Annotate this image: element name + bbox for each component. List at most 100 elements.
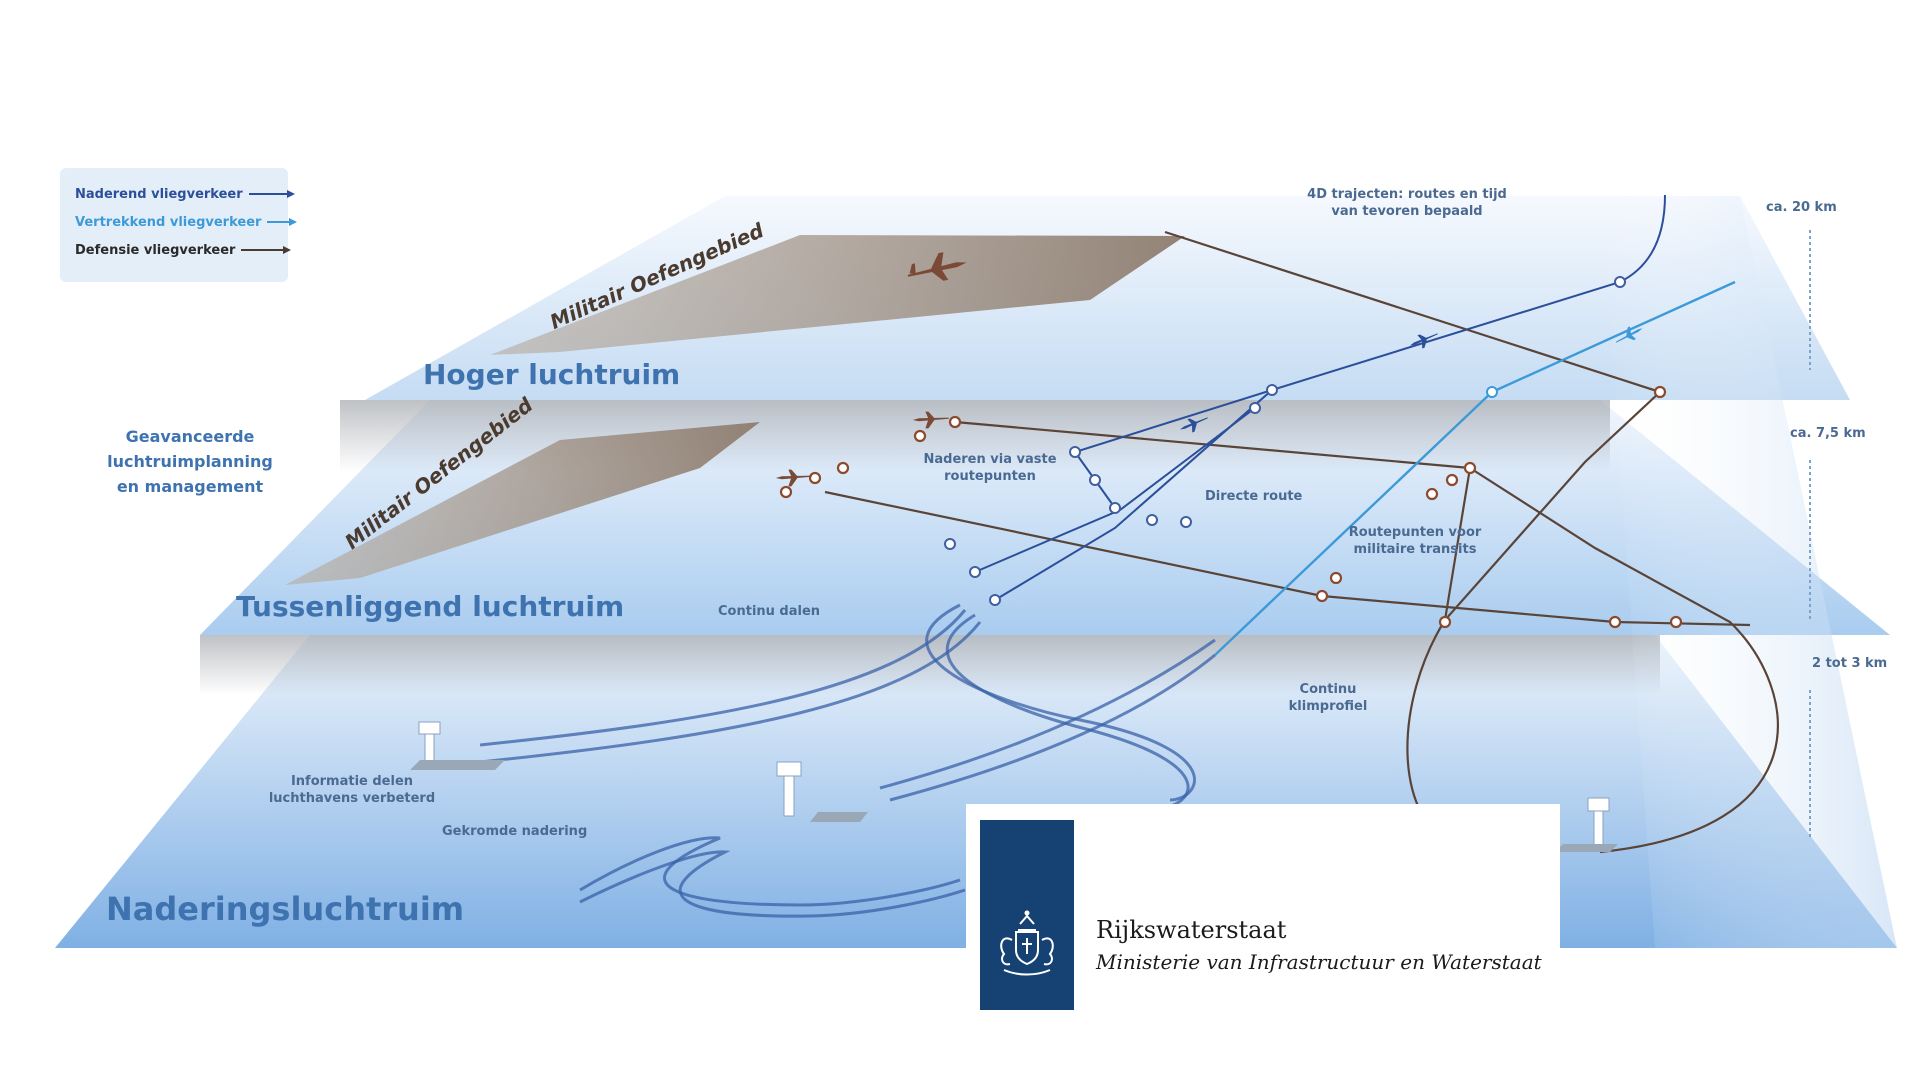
departure-aircraft-icon	[1615, 326, 1643, 343]
layer-title-middle: Tussenliggend luchtruim	[236, 590, 625, 623]
logo-ministry: Ministerie van Infrastructuur en Waterst…	[1096, 950, 1542, 974]
military-waypoint	[1445, 473, 1459, 487]
annotation-line: Routepunten voor	[1348, 525, 1482, 540]
arrival-route-waypoints	[1073, 389, 1273, 509]
military-waypoint	[1438, 615, 1452, 629]
arrival-waypoint	[969, 566, 981, 578]
upper-airspace-plane	[365, 196, 1850, 400]
military-zone-upper	[490, 235, 1185, 355]
corridor-3b	[579, 850, 966, 918]
military-waypoint	[1315, 589, 1329, 603]
control-tower-icon	[1555, 797, 1618, 852]
defense-route-6	[1443, 467, 1472, 621]
coat-of-arms-icon	[1000, 910, 1054, 976]
defense-route-5	[954, 420, 1471, 470]
corridor-2b	[945, 613, 1190, 810]
military-waypoint	[1653, 385, 1667, 399]
arrival-waypoint	[1109, 502, 1121, 514]
corridor-3a	[579, 836, 961, 907]
arrival-waypoint	[1089, 474, 1101, 486]
military-waypoint	[1669, 615, 1683, 629]
side-label-line: Geavanceerde	[125, 427, 255, 446]
control-tower-icon	[410, 721, 505, 770]
military-waypoint	[1463, 461, 1477, 475]
defense-route-3	[1469, 467, 1779, 854]
legend-label-departure: Vertrekkend vliegverkeer	[75, 214, 262, 230]
annotation-line: luchthavens verbeterd	[268, 791, 436, 806]
annotation-4d-trajectories: 4D trajecten: routes en tijd van tevoren…	[1292, 186, 1522, 220]
annotation-line: Naderen via vaste	[923, 452, 1057, 467]
arrival-waypoint	[944, 538, 956, 550]
defense-route-1	[1164, 230, 1661, 394]
annotation-line: Informatie delen	[290, 774, 414, 789]
arrival-waypoints	[944, 276, 1626, 606]
arrival-waypoint	[1266, 384, 1278, 396]
military-waypoint	[1608, 615, 1622, 629]
approach-corridors	[479, 603, 1216, 918]
arrival-route-main	[994, 194, 1666, 601]
arrival-waypoint	[1146, 514, 1158, 526]
defense-route-4	[824, 490, 1751, 627]
military-waypoints	[779, 385, 1683, 629]
arrow-right-icon	[241, 246, 292, 254]
military-waypoint	[948, 415, 962, 429]
altitude-label-middle: ca. 7,5 km	[1790, 426, 1866, 441]
arrival-waypoint	[1249, 402, 1261, 414]
legend-label-defense: Defensie vliegverkeer	[75, 242, 236, 258]
logo-organization: Rijkswaterstaat	[1096, 916, 1287, 944]
arrival-aircraft-icon	[1409, 333, 1438, 349]
military-waypoint	[808, 471, 822, 485]
layer-title-lower: Naderingsluchtruim	[106, 890, 465, 928]
legend-label-arrival: Naderend vliegverkeer	[75, 186, 243, 202]
right-haze	[1600, 196, 1897, 948]
military-aircraft-icon	[775, 469, 812, 487]
corridor-1a	[479, 609, 967, 747]
annotation-continuous-climb: Continu klimprofiel	[1268, 681, 1388, 715]
departure-waypoint	[1486, 386, 1498, 398]
military-aircraft-icon	[912, 411, 949, 429]
layer-title-upper: Hoger luchtruim	[423, 358, 681, 391]
corridor-2a	[925, 603, 1196, 802]
arrival-waypoint	[1180, 516, 1192, 528]
logo-emblem	[980, 820, 1074, 1010]
annotation-airport-info: Informatie delen luchthavens verbeterd	[262, 773, 442, 807]
annotation-continuous-descent: Continu dalen	[718, 604, 821, 619]
annotation-line: Continu	[1299, 682, 1357, 697]
legend-item-departure: Vertrekkend vliegverkeer	[75, 212, 298, 232]
control-tower-icon	[776, 761, 868, 822]
annotation-direct-route: Directe route	[1205, 489, 1303, 504]
arrival-waypoint	[1614, 276, 1626, 288]
annotation-line: klimprofiel	[1288, 699, 1368, 714]
altitude-label-upper: ca. 20 km	[1766, 200, 1837, 215]
annotation-line: 4D trajecten: routes en tijd	[1307, 187, 1507, 202]
arrival-waypoint	[1069, 446, 1081, 458]
arrival-aircraft-icon	[1179, 417, 1208, 433]
arrival-waypoint	[989, 594, 1001, 606]
corridor-5	[889, 653, 1216, 802]
military-waypoint	[1425, 487, 1439, 501]
annotation-military-transits: Routepunten voor militaire transits	[1340, 524, 1490, 558]
military-waypoint	[836, 461, 850, 475]
military-waypoint	[1329, 571, 1343, 585]
annotation-fixed-waypoints: Naderen via vaste routepunten	[910, 451, 1070, 485]
logo-card: Rijkswaterstaat Ministerie van Infrastru…	[966, 804, 1560, 1028]
annotation-line: van tevoren bepaald	[1331, 204, 1483, 219]
side-label: Geavanceerde luchtruimplanning en manage…	[100, 424, 280, 499]
side-label-line: en management	[116, 477, 264, 496]
legend-item-arrival: Naderend vliegverkeer	[75, 184, 295, 204]
military-waypoint	[779, 485, 793, 499]
altitude-label-lower: 2 tot 3 km	[1812, 656, 1888, 671]
corridor-1b	[479, 621, 982, 764]
side-label-line: luchtruimplanning	[107, 452, 273, 471]
military-waypoint	[913, 429, 927, 443]
military-aircraft-icon	[907, 252, 967, 281]
corridor-4	[879, 638, 1216, 790]
legend-item-defense: Defensie vliegverkeer	[75, 240, 292, 260]
annotation-line: routepunten	[944, 469, 1036, 484]
arrow-right-icon	[267, 218, 298, 226]
annotation-curved-approach: Gekromde nadering	[442, 824, 588, 839]
arrow-right-icon	[248, 190, 295, 198]
legend: Naderend vliegverkeer Vertrekkend vliegv…	[60, 168, 298, 282]
annotation-line: militaire transits	[1353, 542, 1477, 557]
